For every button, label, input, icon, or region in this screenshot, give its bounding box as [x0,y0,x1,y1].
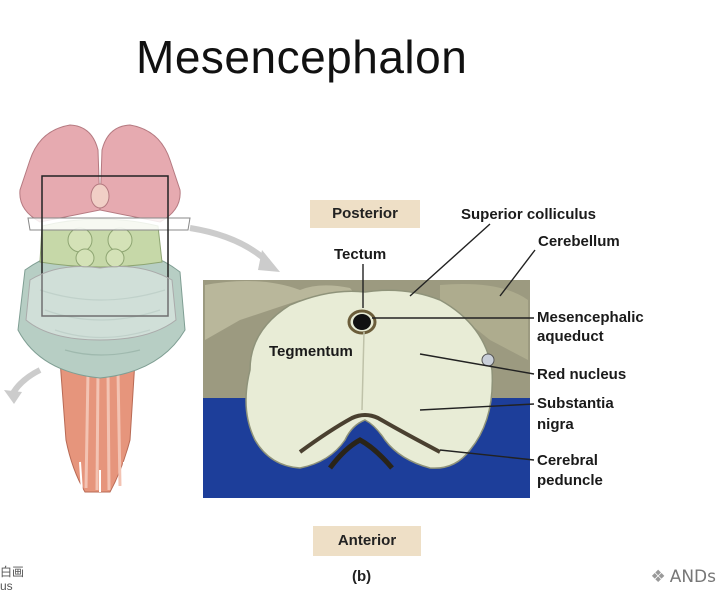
label-mesencephalic-aqueduct-2: aqueduct [537,328,604,345]
mesencephalic-aqueduct [353,314,371,330]
label-cerebral-peduncle-2: peduncle [537,472,603,489]
figure-label: (b) [352,568,372,585]
label-mesencephalic-aqueduct-1: Mesencephalic [537,309,644,326]
posterior-tag: Posterior [310,200,420,228]
zoom-box [41,175,169,317]
watermark: ❖ANDs [650,567,716,587]
label-substantia-nigra-2: nigra [537,416,574,433]
pointer-arrow [189,225,271,265]
label-cerebral-peduncle-1: Cerebral [537,452,598,469]
brainstem-illustration [17,124,191,493]
leader-lines [362,223,536,461]
diencephalon-region [19,124,101,223]
anterior-tag: Anterior [313,526,421,556]
section-plane [27,217,191,231]
tegmentum-region [245,289,494,469]
corner-text-line1: 白画 [0,565,25,579]
label-tectum: Tectum [334,246,387,263]
label-red-nucleus: Red nucleus [537,366,627,383]
label-tegmentum: Tegmentum [269,343,353,360]
midbrain-section-photo [203,280,530,498]
watermark-text: ANDs [669,567,716,587]
substantia-nigra [298,413,441,454]
label-superior-colliculus: Superior colliculus [461,206,597,223]
label-substantia-nigra-1: Substantia [537,395,614,412]
corner-text: 白画 us [0,565,24,593]
label-cerebellum: Cerebellum [538,233,620,250]
wechat-icon: ❖ [650,567,666,587]
page-title: Mesencephalon [136,31,468,83]
corner-text-line2: us [0,579,13,593]
